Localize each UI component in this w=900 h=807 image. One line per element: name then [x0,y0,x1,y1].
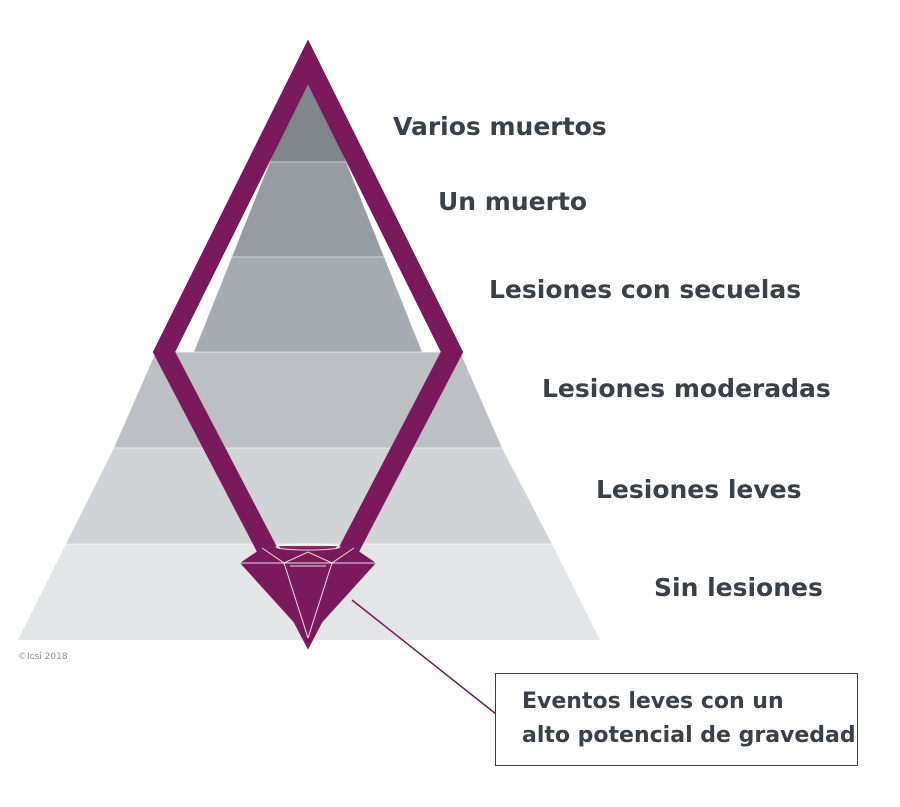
label-lesiones-moderadas: Lesiones moderadas [542,374,831,403]
callout-text-line-2: alto potencial de gravedad [522,723,856,748]
gem-icon [240,543,376,639]
pyramid-band-un-muerto [232,162,384,257]
callout-text-line-1: Eventos leves con un [522,689,784,714]
label-sin-lesiones: Sin lesiones [654,573,823,602]
label-varios-muertos: Varios muertos [393,112,607,141]
label-lesiones-leves: Lesiones leves [596,475,802,504]
pyramid-band-varios-muertos [270,66,346,162]
pyramid-band-lesiones-con-secuelas [194,257,422,352]
label-un-muerto: Un muerto [438,187,588,216]
callout-box: Eventos leves con un alto potencial de g… [495,673,858,766]
copyright-text: ©Icsi 2018 [18,652,68,662]
pyramid-band-lesiones-leves [66,448,552,544]
callout-connector-line [351,599,497,715]
label-lesiones-con-secuelas: Lesiones con secuelas [489,275,802,304]
